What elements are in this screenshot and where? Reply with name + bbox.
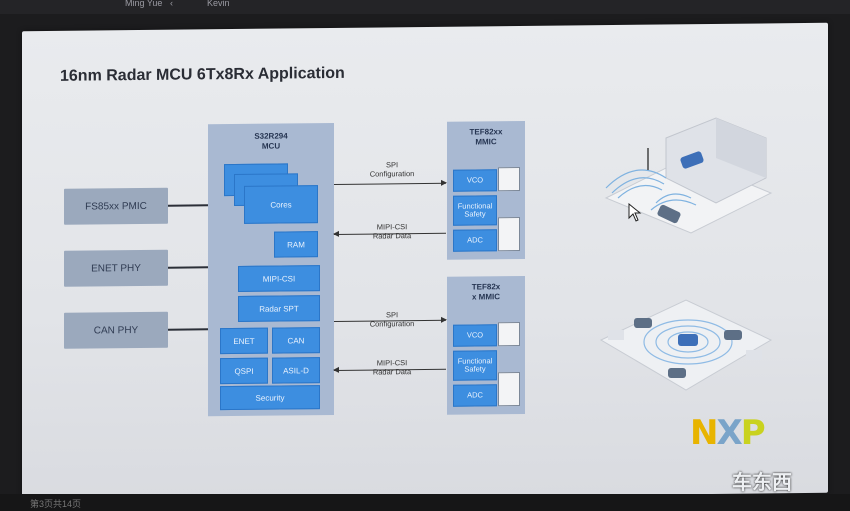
ram-block: RAM <box>274 231 318 258</box>
page-indicator: 第3页共14页 <box>30 499 82 509</box>
can-block: CAN <box>272 327 320 354</box>
vco-block: VCO <box>453 169 497 192</box>
mipi-csi-block: MIPI-CSI <box>238 265 320 292</box>
adc-block: ADC <box>453 229 497 252</box>
mmic-1: TEF82xx MMIC VCO Functional Safety ADC <box>447 120 525 260</box>
chevron-icon: ‹ <box>170 0 173 8</box>
slide-title: 16nm Radar MCU 6Tx8Rx Application <box>60 64 345 85</box>
participant-name: Ming Yue <box>125 0 163 8</box>
connector-line <box>168 204 208 207</box>
mouse-cursor-icon <box>628 203 642 222</box>
mcu-title: S32R294 MCU <box>254 131 288 151</box>
spi-arrow <box>334 182 446 185</box>
asil-d-block: ASIL-D <box>272 357 320 384</box>
can-phy-box: CAN PHY <box>64 311 168 349</box>
radar-spt-block: Radar SPT <box>238 295 320 322</box>
tx-antenna-icon <box>498 322 520 347</box>
enet-phy-box: ENET PHY <box>64 249 168 287</box>
rx-antenna-icon <box>498 217 520 252</box>
nxp-logo: NXP <box>690 413 766 453</box>
mcu-container: S32R294 MCU Cores RAM MIPI-CSI Radar SPT… <box>208 122 334 417</box>
video-call-topbar: Ming Yue ‹ Kevin <box>0 0 850 14</box>
mmic-title: TEF82x x MMIC <box>471 282 501 302</box>
cores-block: Cores <box>244 185 318 224</box>
connector-line <box>168 266 208 269</box>
bottom-bar <box>0 494 850 511</box>
qspi-block: QSPI <box>220 357 268 385</box>
mmic-2: TEF82x x MMIC VCO Functional Safety ADC <box>447 275 525 415</box>
rx-antenna-icon <box>498 372 520 407</box>
mipi-csi-label: MIPI-CSI Radar Data <box>372 222 412 241</box>
intersection-radar-illustration <box>599 299 773 391</box>
mmic-title: TEF82xx MMIC <box>469 127 503 147</box>
spi-label: SPI Configuration <box>369 160 415 179</box>
watermark: 车东西 <box>732 470 792 494</box>
enet-block: ENET <box>220 327 268 355</box>
vco-block: VCO <box>453 324 497 347</box>
security-block: Security <box>220 385 320 411</box>
functional-safety-block: Functional Safety <box>453 195 497 226</box>
pmic-box: FS85xx PMIC <box>64 187 168 225</box>
connector-line <box>168 328 208 331</box>
parking-radar-illustration <box>604 117 773 234</box>
functional-safety-block: Functional Safety <box>453 350 497 381</box>
mipi-csi-label: MIPI-CSI Radar Data <box>372 358 412 377</box>
tx-antenna-icon <box>498 167 520 192</box>
adc-block: ADC <box>453 384 497 407</box>
participant-name: Kevin <box>207 0 230 8</box>
